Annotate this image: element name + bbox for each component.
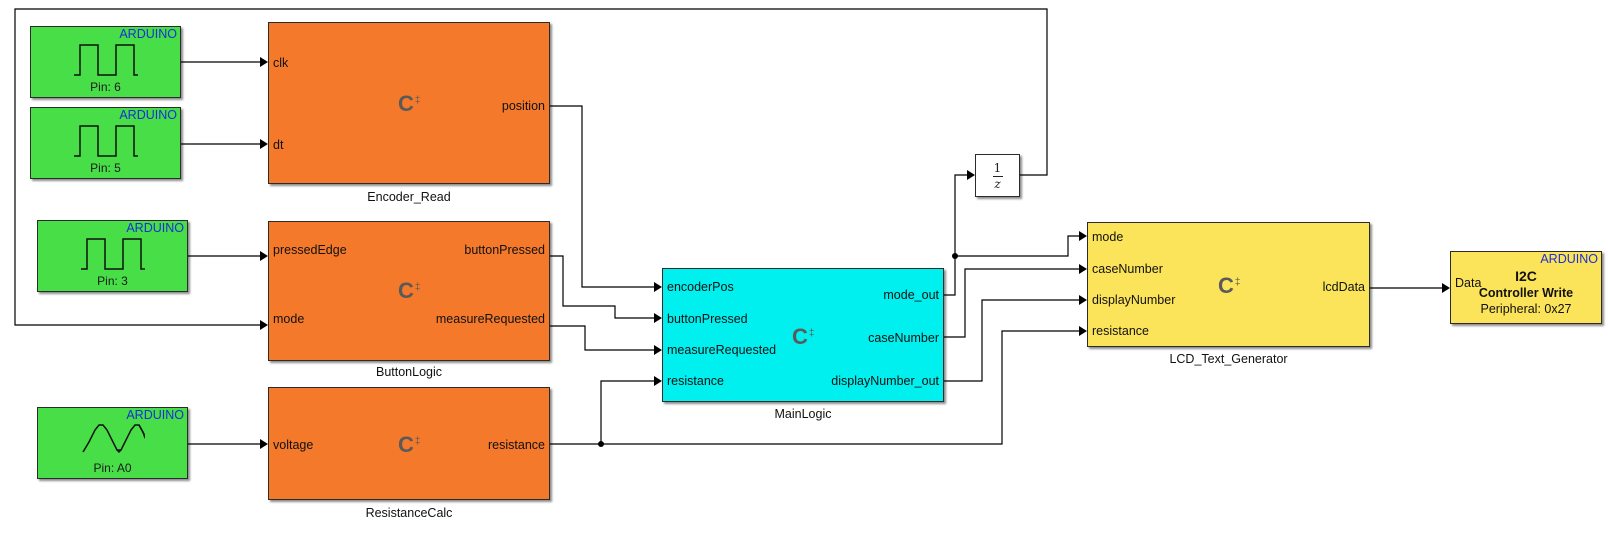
output-port-display-number-out: displayNumber_out (831, 374, 939, 388)
arrowhead-icon (260, 57, 268, 67)
arrowhead-icon (1079, 264, 1087, 274)
input-port-dt: dt (273, 138, 284, 152)
pin-label: Pin: 5 (90, 161, 121, 175)
input-port-data: Data (1455, 276, 1482, 290)
input-port-case-number: caseNumber (1092, 262, 1163, 276)
input-port-resistance: resistance (667, 374, 724, 388)
input-port-button-pressed: buttonPressed (667, 312, 748, 326)
arrowhead-icon (967, 170, 975, 180)
arrowhead-icon (260, 251, 268, 261)
cpp-function-icon: C‡ (792, 324, 814, 349)
arrowhead-icon (1079, 295, 1087, 305)
pin-label: Pin: 3 (97, 274, 128, 288)
arrowhead-icon (654, 345, 662, 355)
encoder-read-block[interactable]: clk dt position C‡ (268, 22, 550, 184)
output-port-case-number: caseNumber (868, 331, 939, 345)
arrowhead-icon (1442, 283, 1450, 293)
main-logic-block[interactable]: encoderPos buttonPressed measureRequeste… (662, 268, 944, 402)
block-name-encoder-read[interactable]: Encoder_Read (367, 190, 451, 204)
delay-numerator: 1 (993, 161, 1002, 175)
wire-resistance-to-main[interactable] (550, 380, 656, 445)
output-port-position: position (501, 99, 545, 113)
block-name-main-logic[interactable]: MainLogic (774, 407, 832, 421)
analog-input-pinA0-block[interactable]: ARDUINO Pin: A0 (37, 407, 188, 479)
wire-position-to-encoder-pos[interactable] (550, 105, 656, 288)
pin-label: Pin: A0 (93, 461, 132, 475)
digital-input-pin6-block[interactable]: ARDUINO Pin: 6 (30, 26, 181, 98)
input-port-voltage: voltage (273, 438, 314, 452)
button-logic-block[interactable]: pressedEdge mode buttonPressed measureRe… (268, 221, 550, 361)
input-port-clk: clk (273, 56, 289, 70)
fraction-bar (993, 176, 1003, 177)
cpp-function-icon: C‡ (398, 91, 420, 116)
wire-delay-feedback[interactable] (14, 8, 1048, 326)
square-wave-icon (81, 238, 145, 270)
cpp-function-icon: C‡ (1218, 273, 1240, 298)
input-port-mode: mode (1092, 230, 1124, 244)
digital-input-pin3-block[interactable]: ARDUINO Pin: 3 (37, 220, 188, 292)
arrowhead-icon (1079, 326, 1087, 336)
arduino-brand-label: ARDUINO (1540, 252, 1598, 266)
delay-denominator: z (994, 177, 1001, 191)
wire-measure-requested[interactable] (550, 325, 656, 351)
wire-mode-out-to-lcd[interactable] (955, 235, 1081, 257)
output-port-button-pressed: buttonPressed (464, 243, 545, 257)
unit-delay-block[interactable]: 1 z (975, 154, 1020, 197)
block-name-button-logic[interactable]: ButtonLogic (375, 365, 443, 379)
i2c-title: I2C (1515, 268, 1537, 284)
output-port-lcd-data: lcdData (1322, 280, 1365, 294)
pin-label: Pin: 6 (90, 80, 121, 94)
cpp-function-icon: C‡ (398, 432, 420, 457)
input-port-pressed-edge: pressedEdge (273, 243, 347, 257)
input-port-encoder-pos: encoderPos (667, 280, 734, 294)
arrowhead-icon (654, 376, 662, 386)
i2c-controller-write-block[interactable]: ARDUINO Data I2C Controller Write Periph… (1450, 251, 1602, 324)
arrowhead-icon (1079, 231, 1087, 241)
arrowhead-icon (654, 313, 662, 323)
input-port-display-number: displayNumber (1092, 293, 1176, 307)
arrowhead-icon (654, 282, 662, 292)
block-name-lcd-text-generator[interactable]: LCD_Text_Generator (1169, 352, 1288, 366)
arduino-brand-label: ARDUINO (126, 408, 184, 422)
lcd-text-generator-block[interactable]: mode caseNumber displayNumber resistance… (1087, 222, 1370, 347)
wire-case-number[interactable] (944, 268, 1081, 338)
wire-display-number[interactable] (944, 299, 1081, 382)
block-name-resistance-calc[interactable]: ResistanceCalc (365, 506, 453, 520)
square-wave-icon (74, 125, 138, 157)
square-wave-icon (74, 44, 138, 76)
resistance-calc-block[interactable]: voltage resistance C‡ (268, 387, 550, 500)
i2c-peripheral-address: Peripheral: 0x27 (1480, 302, 1572, 316)
branch-point-icon (598, 441, 604, 447)
arduino-brand-label: ARDUINO (119, 27, 177, 41)
arrowhead-icon (260, 439, 268, 449)
input-port-mode: mode (273, 312, 305, 326)
wire-resistance-to-lcd[interactable] (601, 330, 1081, 445)
input-port-measure-requested: measureRequested (667, 343, 777, 357)
digital-input-pin5-block[interactable]: ARDUINO Pin: 5 (30, 107, 181, 179)
wire-button-pressed[interactable] (550, 255, 656, 319)
arrowhead-icon (260, 139, 268, 149)
output-port-resistance: resistance (488, 438, 545, 452)
input-port-resistance: resistance (1092, 324, 1149, 338)
arrowhead-icon (260, 320, 268, 330)
i2c-subtitle: Controller Write (1478, 286, 1574, 300)
wire-mode-out[interactable] (944, 174, 969, 296)
branch-point-icon (952, 253, 958, 259)
analog-wave-icon (82, 424, 145, 454)
cpp-function-icon: C‡ (398, 278, 420, 303)
arduino-brand-label: ARDUINO (126, 221, 184, 235)
output-port-measure-requested: measureRequested (435, 312, 545, 326)
arduino-brand-label: ARDUINO (119, 108, 177, 122)
output-port-mode-out: mode_out (883, 288, 939, 302)
